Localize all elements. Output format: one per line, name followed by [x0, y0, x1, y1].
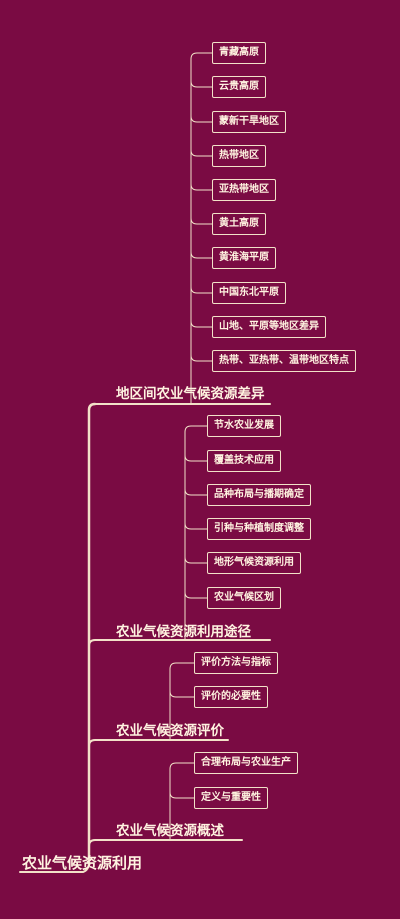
branch-label[interactable]: 农业气候资源概述 — [116, 823, 224, 839]
leaf-node[interactable]: 节水农业发展 — [207, 415, 281, 437]
child-connector — [184, 556, 208, 564]
branch-label[interactable]: 地区间农业气候资源差异 — [116, 386, 265, 402]
root-underline — [19, 861, 90, 873]
leaf-node[interactable]: 蒙新干旱地区 — [212, 111, 286, 133]
leaf-node[interactable]: 引种与种植制度调整 — [207, 518, 311, 540]
leaf-node[interactable]: 热带地区 — [212, 145, 266, 167]
child-spine — [169, 762, 195, 841]
trunk-line — [87, 402, 97, 862]
child-spine — [184, 425, 208, 641]
root-topic[interactable]: 农业气候资源利用 — [22, 854, 143, 872]
child-connector — [190, 286, 213, 294]
leaf-node[interactable]: 亚热带地区 — [212, 179, 276, 201]
child-connector — [190, 149, 213, 157]
child-connector — [190, 115, 213, 123]
child-connector — [190, 354, 213, 362]
branch-line — [88, 639, 271, 647]
leaf-node[interactable]: 黄土高原 — [212, 213, 266, 235]
leaf-node[interactable]: 评价方法与指标 — [194, 652, 278, 674]
child-connector — [169, 690, 195, 698]
child-connector — [184, 591, 208, 599]
leaf-node[interactable]: 品种布局与播期确定 — [207, 484, 311, 506]
branch-label[interactable]: 农业气候资源利用途径 — [116, 624, 251, 640]
leaf-node[interactable]: 覆盖技术应用 — [207, 450, 281, 472]
child-connector — [190, 251, 213, 259]
leaf-node[interactable]: 评价的必要性 — [194, 686, 268, 708]
leaf-node[interactable]: 合理布局与农业生产 — [194, 752, 298, 774]
leaf-node[interactable]: 山地、平原等地区差异 — [212, 316, 326, 338]
leaf-node[interactable]: 黄淮海平原 — [212, 247, 276, 269]
leaf-node[interactable]: 定义与重要性 — [194, 787, 268, 809]
branch-line — [88, 839, 243, 847]
child-spine — [169, 662, 195, 741]
child-connector — [169, 791, 195, 799]
child-connector — [190, 217, 213, 225]
branch-line — [88, 739, 229, 747]
child-connector — [190, 320, 213, 328]
leaf-node[interactable]: 云贵高原 — [212, 76, 266, 98]
leaf-node[interactable]: 地形气候资源利用 — [207, 552, 301, 574]
child-spine — [190, 52, 213, 405]
child-connector — [184, 522, 208, 530]
child-connector — [184, 488, 208, 496]
child-connector — [190, 80, 213, 88]
branch-label[interactable]: 农业气候资源评价 — [116, 723, 224, 739]
leaf-node[interactable]: 青藏高原 — [212, 42, 266, 64]
leaf-node[interactable]: 中国东北平原 — [212, 282, 286, 304]
leaf-node[interactable]: 农业气候区划 — [207, 587, 281, 609]
child-connector — [190, 183, 213, 191]
leaf-node[interactable]: 热带、亚热带、温带地区特点 — [212, 350, 356, 372]
child-connector — [184, 454, 208, 462]
branch-line — [88, 403, 271, 411]
